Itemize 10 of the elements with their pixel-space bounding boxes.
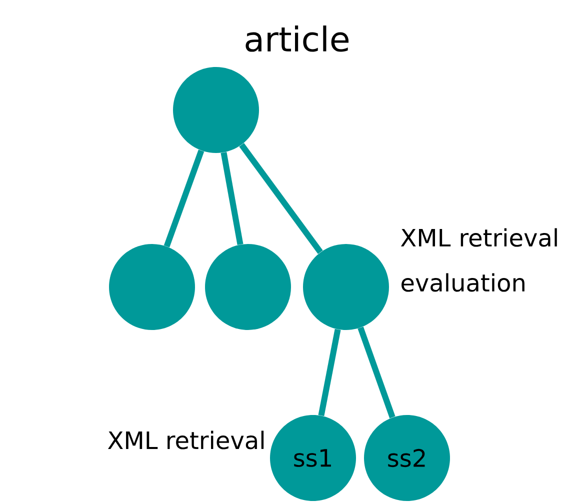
circle-node (109, 244, 195, 330)
tree-edge (318, 328, 341, 416)
node-caption: XML retrieval (108, 430, 264, 450)
tree-edge (239, 143, 323, 254)
node-caption: article (246, 25, 349, 52)
tree-edge (358, 326, 396, 418)
node-caption: XML retrieval evaluation (400, 228, 557, 292)
tree-edge (220, 152, 244, 246)
circle-node (205, 244, 291, 330)
tree-edge (164, 150, 204, 248)
